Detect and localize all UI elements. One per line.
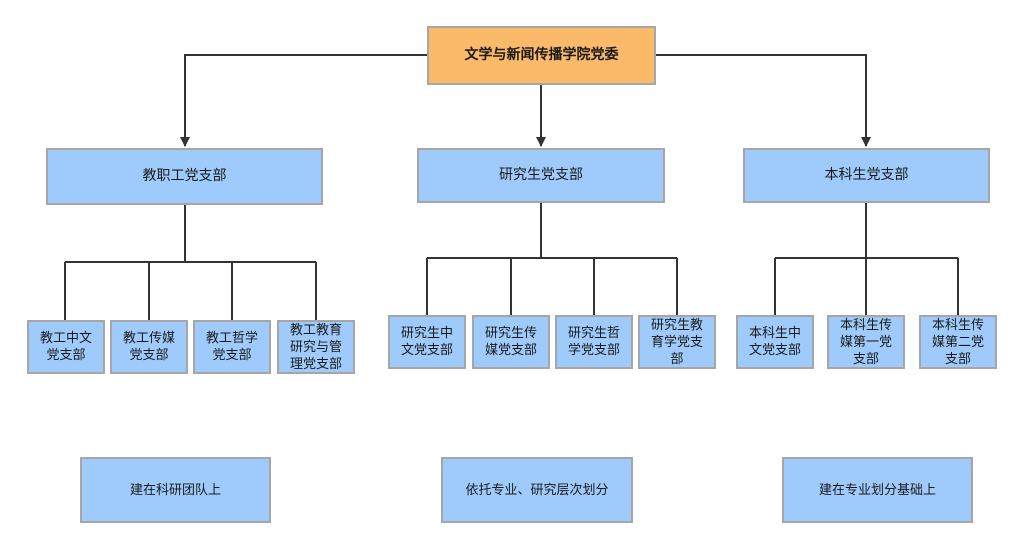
graduate-child-node: 研究生教 育学党支 部 <box>638 315 716 369</box>
graduate-child-node: 研究生传 媒党支部 <box>472 315 550 369</box>
note-graduate-label: 依托专业、研究层次划分 <box>465 482 609 498</box>
undergraduate-child-node: 本科生传 媒第一党 支部 <box>827 315 905 369</box>
faculty-connector <box>64 205 317 320</box>
undergraduate-child-label: 本科生中 文党支部 <box>748 326 801 358</box>
graduate-child-node: 研究生中 文党支部 <box>388 315 466 369</box>
note-graduate: 依托专业、研究层次划分 <box>441 457 633 523</box>
branch-faculty-label: 教职工党支部 <box>142 168 227 184</box>
graduate-child-label: 研究生中 文党支部 <box>400 326 453 358</box>
note-faculty: 建在科研团队上 <box>80 457 271 523</box>
undergraduate-child-node: 本科生中 文党支部 <box>736 315 814 369</box>
faculty-child-node: 教工中文 党支部 <box>27 320 105 374</box>
faculty-child-node: 教工哲学 党支部 <box>193 320 271 374</box>
branch-graduate: 研究生党支部 <box>417 148 665 203</box>
faculty-child-label: 教工教育 研究与管 理党支部 <box>289 322 342 372</box>
graduate-child-label: 研究生传 媒党支部 <box>484 326 537 358</box>
graduate-child-node: 研究生哲 学党支部 <box>555 315 633 369</box>
branch-faculty: 教职工党支部 <box>46 148 323 205</box>
undergraduate-child-label: 本科生传 媒第一党 支部 <box>839 317 892 367</box>
faculty-child-node: 教工传媒 党支部 <box>110 320 188 374</box>
undergraduate-child-node: 本科生传 媒第二党 支部 <box>919 315 997 369</box>
branch-undergraduate: 本科生党支部 <box>743 148 990 203</box>
faculty-child-label: 教工哲学 党支部 <box>205 331 258 363</box>
undergraduate-connector <box>774 203 959 315</box>
faculty-child-label: 教工传媒 党支部 <box>122 331 175 363</box>
root-node: 文学与新闻传播学院党委 <box>427 26 656 85</box>
branch-undergraduate-label: 本科生党支部 <box>824 167 909 183</box>
arrow-to-faculty <box>180 54 427 147</box>
root-label: 文学与新闻传播学院党委 <box>464 47 619 63</box>
graduate-child-label: 研究生教 育学党支 部 <box>650 317 703 367</box>
graduate-connector <box>426 203 678 315</box>
undergraduate-child-label: 本科生传 媒第二党 支部 <box>931 317 984 367</box>
branch-graduate-label: 研究生党支部 <box>499 167 583 183</box>
note-faculty-label: 建在科研团队上 <box>129 482 221 498</box>
note-undergraduate: 建在专业划分基础上 <box>782 457 973 523</box>
note-undergraduate-label: 建在专业划分基础上 <box>818 482 936 498</box>
faculty-child-node: 教工教育 研究与管 理党支部 <box>277 320 355 374</box>
faculty-child-label: 教工中文 党支部 <box>39 331 92 363</box>
graduate-child-label: 研究生哲 学党支部 <box>567 326 620 358</box>
arrow-to-undergraduate <box>656 54 871 147</box>
